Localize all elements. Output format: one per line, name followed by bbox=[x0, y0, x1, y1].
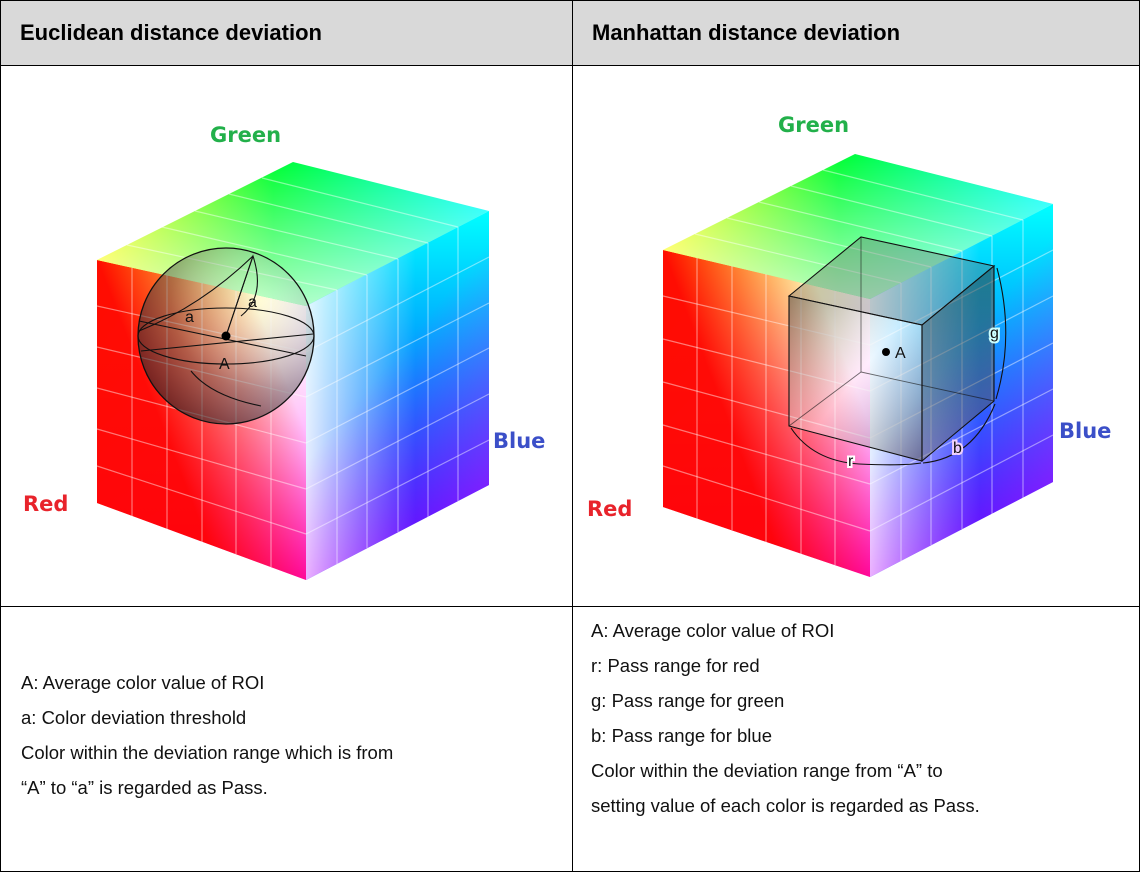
description-line: b: Pass range for blue bbox=[591, 725, 772, 746]
point-a-label: A bbox=[895, 345, 906, 362]
table-border-header-bottom bbox=[0, 65, 1140, 66]
description-line: g: Pass range for green bbox=[591, 690, 785, 711]
description-line: r: Pass range for red bbox=[591, 655, 760, 676]
radius-label-left: a bbox=[185, 309, 194, 326]
deviation-sphere: A a a bbox=[137, 247, 315, 425]
description-line: “A” to “a” is regarded as Pass. bbox=[21, 777, 268, 798]
description-line: Color within the deviation range from “A… bbox=[591, 760, 943, 781]
blue-axis-label: Blue bbox=[493, 429, 545, 453]
header-manhattan: Manhattan distance deviation bbox=[573, 1, 1139, 65]
red-range-bracket bbox=[790, 427, 922, 466]
description-line: A: Average color value of ROI bbox=[21, 672, 265, 693]
green-range-bracket bbox=[995, 267, 1007, 400]
green-axis-label: Green bbox=[778, 113, 849, 137]
table-border-left bbox=[0, 0, 1, 872]
b-label: b bbox=[953, 440, 962, 457]
red-axis-label: Red bbox=[587, 497, 632, 521]
euclidean-rgb-cube: A a a Green Blue Red bbox=[23, 123, 545, 580]
g-label: g bbox=[990, 325, 999, 342]
manhattan-description: A: Average color value of ROI r: Pass ra… bbox=[591, 607, 1137, 871]
r-label: r bbox=[848, 453, 854, 470]
description-line: A: Average color value of ROI bbox=[591, 620, 835, 641]
euclidean-figure: A a a Green Blue Red bbox=[1, 66, 572, 606]
average-point-a bbox=[882, 348, 890, 356]
table-border-top bbox=[0, 0, 1140, 1]
description-line: setting value of each color is regarded … bbox=[591, 795, 980, 816]
blue-range-bracket bbox=[922, 403, 996, 464]
red-axis-label: Red bbox=[23, 492, 68, 516]
green-axis-label: Green bbox=[210, 123, 281, 147]
table-border-middle bbox=[572, 0, 573, 872]
header-manhattan-label: Manhattan distance deviation bbox=[592, 20, 901, 45]
deviation-box: A r b g bbox=[787, 236, 1007, 472]
header-euclidean: Euclidean distance deviation bbox=[1, 1, 572, 65]
manhattan-figure: A r b g Green Blue Red bbox=[573, 66, 1139, 606]
description-line: Color within the deviation range which i… bbox=[21, 742, 394, 763]
point-a-label: A bbox=[219, 356, 230, 373]
table-border-figure-bottom bbox=[0, 606, 1140, 607]
radius-label-top: a bbox=[248, 294, 257, 311]
euclidean-description: A: Average color value of ROI a: Color d… bbox=[21, 607, 569, 871]
blue-axis-label: Blue bbox=[1059, 419, 1111, 443]
description-line: a: Color deviation threshold bbox=[21, 707, 247, 728]
header-euclidean-label: Euclidean distance deviation bbox=[20, 20, 322, 45]
manhattan-rgb-cube: A r b g Green Blue Red bbox=[587, 113, 1111, 577]
average-point-a bbox=[221, 331, 231, 341]
